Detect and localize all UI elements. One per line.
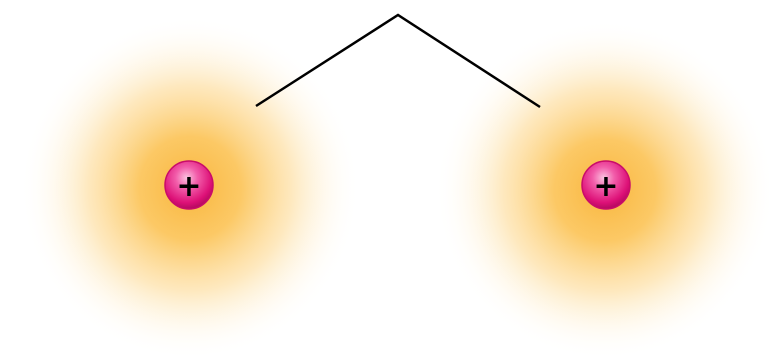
left-charge-group: + — [20, 16, 360, 360]
right-plus-sign: + — [593, 169, 618, 204]
left-plus-sign: + — [176, 169, 201, 204]
